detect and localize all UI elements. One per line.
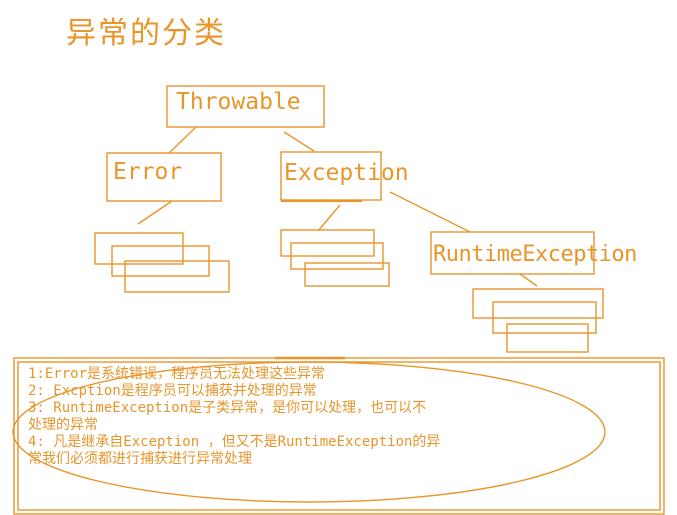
connector-exception-runtime bbox=[389, 191, 471, 233]
exception-child-box bbox=[290, 242, 384, 270]
error-label: Error bbox=[113, 159, 183, 185]
error-box bbox=[106, 152, 222, 202]
notes-text: 1:Error是系统错误，程序员无法处理这些异常 2: Excption是程序员… bbox=[28, 366, 648, 468]
connector-error-children bbox=[137, 200, 173, 225]
exception-label: Exception bbox=[284, 160, 409, 186]
error-child-box bbox=[124, 260, 230, 293]
note-line: 2: Excption是程序员可以捕获并处理的异常 bbox=[28, 383, 317, 399]
note-line: 4: 凡是继承自Exception ，但又不是RuntimeException的… bbox=[28, 434, 441, 450]
connector-throwable-exception bbox=[283, 131, 315, 152]
throwable-box bbox=[166, 85, 325, 128]
runtime-box bbox=[430, 231, 595, 275]
note-line: 1:Error是系统错误，程序员无法处理这些异常 bbox=[28, 366, 325, 382]
connector-exception-children bbox=[317, 204, 341, 232]
runtime-label: RuntimeException bbox=[433, 242, 637, 267]
note-line: 常我们必须都进行捕获进行异常处理 bbox=[28, 451, 252, 467]
note-line: 处理的异常 bbox=[28, 417, 98, 433]
runtime-child-box bbox=[506, 323, 589, 353]
notes-ellipse bbox=[12, 361, 606, 503]
exception-child-box bbox=[304, 262, 390, 287]
connector-runtime-children bbox=[519, 273, 538, 287]
connector-throwable-error bbox=[168, 126, 197, 154]
runtime-child-box bbox=[492, 301, 597, 334]
throwable-label: Throwable bbox=[176, 89, 301, 115]
page-title: 异常的分类 bbox=[66, 16, 226, 51]
error-child-box bbox=[94, 232, 184, 265]
runtime-child-box bbox=[472, 288, 604, 319]
note-line: 3: RuntimeException是子类异常，是你可以处理，也可以不 bbox=[28, 400, 427, 416]
